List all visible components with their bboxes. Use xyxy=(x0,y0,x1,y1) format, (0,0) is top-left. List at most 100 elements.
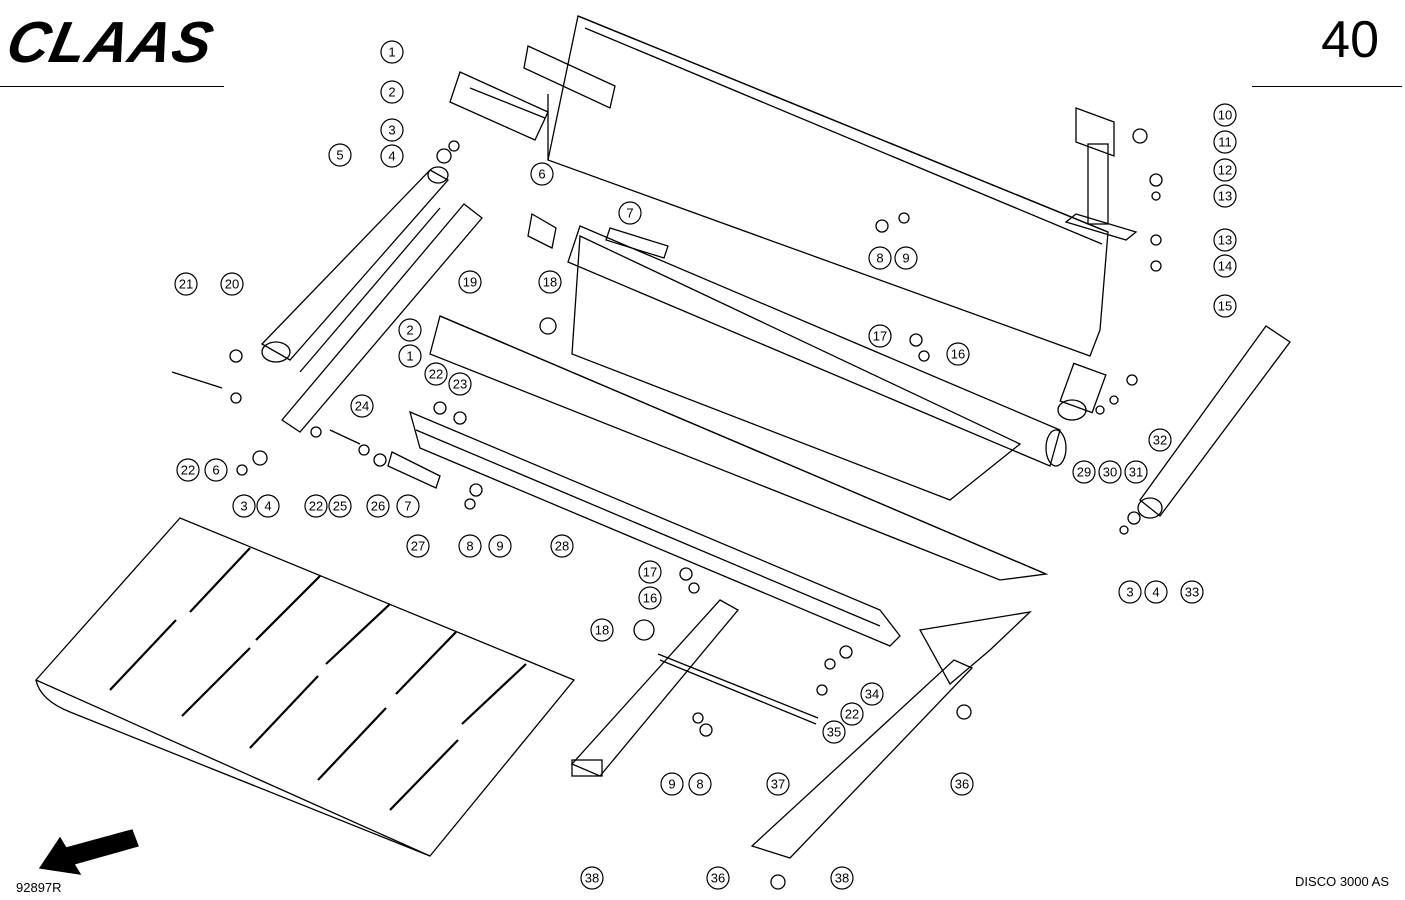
callout-4: 4 xyxy=(380,144,404,168)
header-rule-right xyxy=(1252,86,1402,87)
callout-label: 6 xyxy=(538,167,545,182)
callout-label: 6 xyxy=(212,463,219,478)
callout-36: 36 xyxy=(706,866,730,890)
callout-label: 13 xyxy=(1218,233,1232,248)
callout-38: 38 xyxy=(580,866,604,890)
callout-label: 20 xyxy=(225,277,239,292)
callout-31: 31 xyxy=(1124,460,1148,484)
callout-label: 5 xyxy=(336,148,343,163)
callout-19: 19 xyxy=(458,270,482,294)
machine-model: DISCO 3000 AS xyxy=(1295,874,1389,889)
callout-label: 35 xyxy=(827,725,841,740)
page-number: 40 xyxy=(1321,11,1379,69)
drawing-number: 92897R xyxy=(16,880,62,895)
callout-label: 3 xyxy=(1126,585,1133,600)
left-roller-upper xyxy=(260,166,450,363)
callout-label: 25 xyxy=(333,499,347,514)
callout-14: 14 xyxy=(1213,254,1237,278)
callout-5: 5 xyxy=(328,143,352,167)
callout-label: 29 xyxy=(1077,465,1091,480)
callout-label: 22 xyxy=(309,499,323,514)
callout-label: 1 xyxy=(406,349,413,364)
callout-label: 23 xyxy=(453,377,467,392)
callout-2: 2 xyxy=(380,80,404,104)
callout-13: 13 xyxy=(1213,228,1237,252)
lower-bracket-right xyxy=(750,611,1032,859)
callout-22: 22 xyxy=(840,702,864,726)
callout-label: 13 xyxy=(1218,189,1232,204)
callout-8: 8 xyxy=(458,534,482,558)
callout-36: 36 xyxy=(950,772,974,796)
bearing-housing xyxy=(1057,362,1107,421)
callout-label: 7 xyxy=(626,206,633,221)
callout-label: 17 xyxy=(643,565,657,580)
callout-label: 18 xyxy=(595,623,609,638)
callout-label: 16 xyxy=(951,347,965,362)
callout-label: 30 xyxy=(1103,465,1117,480)
hardware-bolts xyxy=(171,128,1163,890)
callout-label: 2 xyxy=(388,85,395,100)
callout-label: 27 xyxy=(411,539,425,554)
callout-label: 33 xyxy=(1185,585,1199,600)
callout-3: 3 xyxy=(232,494,256,518)
callout-label: 9 xyxy=(902,251,909,266)
callout-22: 22 xyxy=(424,362,448,386)
callout-20: 20 xyxy=(220,272,244,296)
callout-34: 34 xyxy=(860,682,884,706)
callout-label: 11 xyxy=(1218,135,1232,150)
callout-1: 1 xyxy=(380,40,404,64)
callout-3: 3 xyxy=(1118,580,1142,604)
callout-label: 2 xyxy=(406,323,413,338)
callout-16: 16 xyxy=(638,586,662,610)
callout-25: 25 xyxy=(328,494,352,518)
upper-deflector-plate xyxy=(547,15,1109,357)
callout-label: 3 xyxy=(240,499,247,514)
callout-35: 35 xyxy=(822,720,846,744)
top-bracket-assembly xyxy=(449,45,616,141)
callout-label: 22 xyxy=(181,463,195,478)
callout-32: 32 xyxy=(1148,428,1172,452)
callout-22: 22 xyxy=(304,494,328,518)
callout-12: 12 xyxy=(1213,158,1237,182)
callout-13: 13 xyxy=(1213,184,1237,208)
callout-label: 4 xyxy=(1152,585,1159,600)
callout-2: 2 xyxy=(398,318,422,342)
callout-38: 38 xyxy=(830,866,854,890)
callout-4: 4 xyxy=(256,494,280,518)
callout-23: 23 xyxy=(448,372,472,396)
callout-28: 28 xyxy=(550,534,574,558)
callout-30: 30 xyxy=(1098,460,1122,484)
callout-8: 8 xyxy=(688,772,712,796)
callout-label: 8 xyxy=(696,777,703,792)
callout-24: 24 xyxy=(350,394,374,418)
callout-label: 3 xyxy=(388,123,395,138)
tension-rod xyxy=(657,653,819,725)
callout-label: 4 xyxy=(264,499,271,514)
callout-label: 4 xyxy=(388,149,395,164)
callout-16: 16 xyxy=(946,342,970,366)
support-post xyxy=(1064,107,1138,241)
callout-26: 26 xyxy=(366,494,390,518)
callout-8: 8 xyxy=(868,246,892,270)
callout-4: 4 xyxy=(1144,580,1168,604)
callout-29: 29 xyxy=(1072,460,1096,484)
right-roller xyxy=(1137,325,1291,519)
callout-label: 9 xyxy=(668,777,675,792)
callout-7: 7 xyxy=(396,494,420,518)
callout-3: 3 xyxy=(380,118,404,142)
callout-label: 8 xyxy=(466,539,473,554)
middle-flap xyxy=(429,235,1049,581)
callout-label: 22 xyxy=(429,367,443,382)
callout-label: 21 xyxy=(179,277,193,292)
header-rule-left xyxy=(0,86,224,87)
callout-label: 34 xyxy=(865,687,879,702)
callout-37: 37 xyxy=(766,772,790,796)
callout-9: 9 xyxy=(894,246,918,270)
callout-10: 10 xyxy=(1213,103,1237,127)
callout-18: 18 xyxy=(538,270,562,294)
cover-plate xyxy=(34,517,576,857)
callout-label: 8 xyxy=(876,251,883,266)
callout-label: 36 xyxy=(711,871,725,886)
